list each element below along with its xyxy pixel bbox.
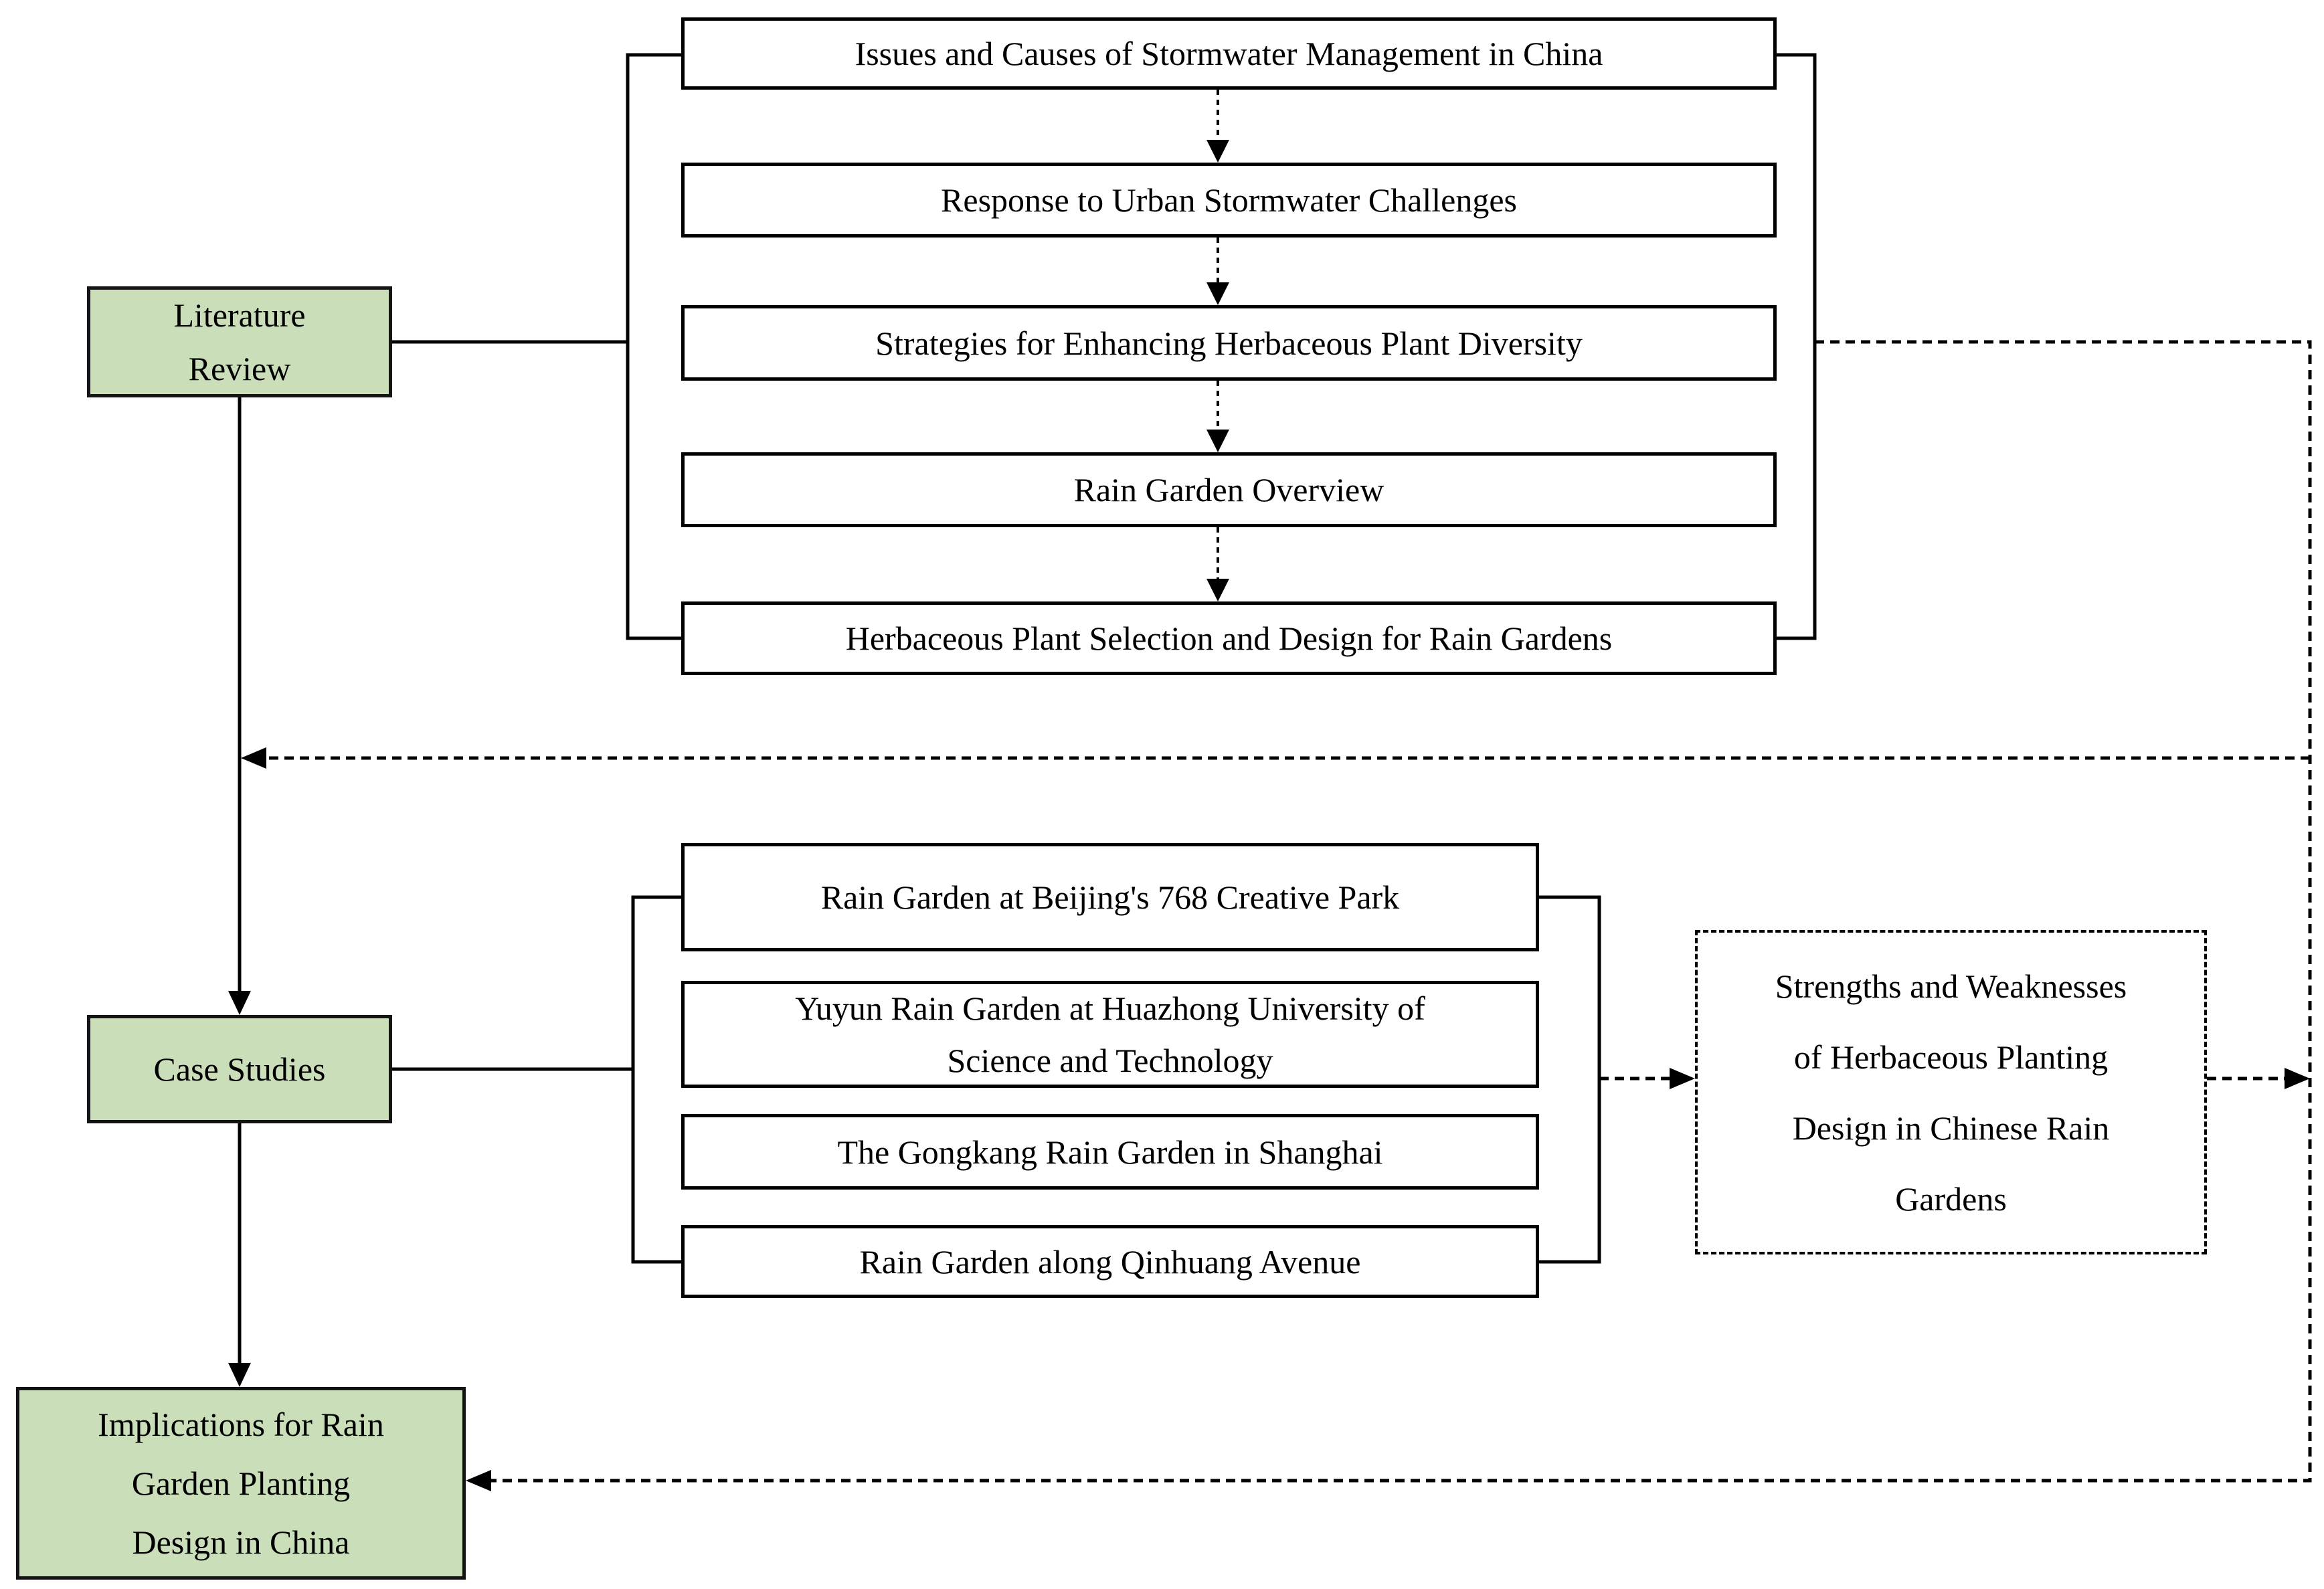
case-studies-box: Case Studies (87, 1015, 392, 1123)
topic-label: Strategies for Enhancing Herbaceous Plan… (875, 324, 1583, 362)
case-sites-right-bracket (1539, 895, 1601, 1264)
topic-arrowhead-4 (1206, 579, 1229, 601)
lit-topics-right-bracket (1777, 53, 1817, 640)
topic-label: Issues and Causes of Stormwater Manageme… (855, 35, 1603, 72)
topic-box-response-challenges: Response to Urban Stormwater Challenges (681, 163, 1777, 238)
implications-box: Implications for Rain Garden Planting De… (16, 1387, 466, 1580)
case-studies-label: Case Studies (153, 1050, 326, 1088)
analysis-label: Strengths and Weaknesses of Herbaceous P… (1775, 967, 2127, 1218)
feedback-arrowhead (241, 747, 266, 769)
case-label: Rain Garden along Qinhuang Avenue (859, 1242, 1361, 1281)
case-label: The Gongkang Rain Garden in Shanghai (837, 1133, 1383, 1171)
implications-label: Implications for Rain Garden Planting De… (98, 1406, 384, 1561)
topic-label: Response to Urban Stormwater Challenges (941, 181, 1517, 219)
topic-arrowhead-1 (1206, 140, 1229, 163)
case-label: Yuyun Rain Garden at Huazhong University… (795, 990, 1425, 1079)
dashed-loop-topics-to-implications (491, 340, 2312, 1483)
analysis-box-strengths-weaknesses: Strengths and Weaknesses of Herbaceous P… (1695, 930, 2207, 1254)
case-box-yuyun-huazhong: Yuyun Rain Garden at Huazhong University… (681, 981, 1539, 1088)
topic-arrowhead-2 (1206, 282, 1229, 305)
spine-arrowhead-casestudies (228, 991, 251, 1015)
topic-box-plant-selection-design: Herbaceous Plant Selection and Design fo… (681, 601, 1777, 675)
analysis-out-arrowhead (2285, 1068, 2310, 1089)
literature-review-box: Literature Review (87, 286, 392, 397)
case-box-qinhuang-avenue: Rain Garden along Qinhuang Avenue (681, 1225, 1539, 1298)
topic-arrowhead-3 (1206, 430, 1229, 452)
topic-box-diversity-strategies: Strategies for Enhancing Herbaceous Plan… (681, 305, 1777, 381)
case-label: Rain Garden at Beijing's 768 Creative Pa… (820, 878, 1400, 916)
topic-box-stormwater-issues: Issues and Causes of Stormwater Manageme… (681, 17, 1777, 90)
analysis-in-arrowhead (1670, 1068, 1695, 1089)
case-box-beijing-768: Rain Garden at Beijing's 768 Creative Pa… (681, 843, 1539, 951)
literature-review-label: Literature Review (173, 296, 306, 387)
topic-label: Herbaceous Plant Selection and Design fo… (845, 620, 1613, 657)
lit-topics-left-bracket (626, 53, 681, 640)
implications-in-arrowhead (466, 1470, 491, 1491)
spine-arrowhead-implications (228, 1363, 251, 1387)
topic-box-rain-garden-overview: Rain Garden Overview (681, 452, 1777, 527)
case-sites-left-bracket (631, 895, 681, 1264)
case-box-gongkang-shanghai: The Gongkang Rain Garden in Shanghai (681, 1114, 1539, 1190)
topic-label: Rain Garden Overview (1073, 471, 1384, 508)
